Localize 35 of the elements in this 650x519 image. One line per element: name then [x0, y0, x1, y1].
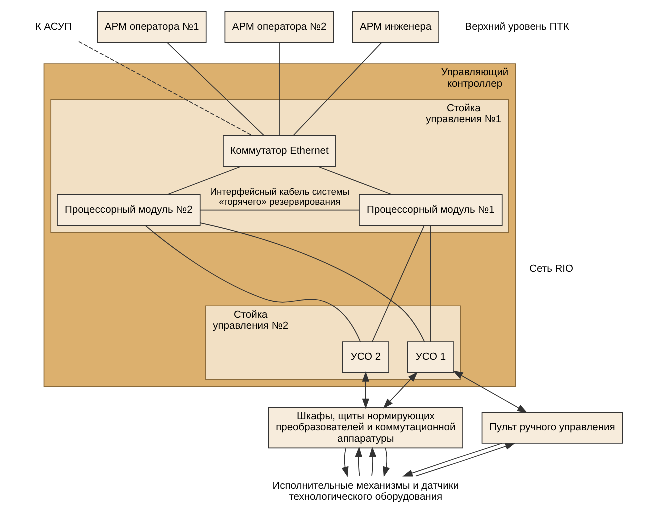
arrow [368, 446, 376, 476]
label: Сеть RIO [529, 264, 574, 275]
arrow [382, 448, 390, 478]
node-box: АРМ инженера [352, 11, 439, 44]
connector [278, 42, 280, 136]
connector [200, 222, 425, 342]
connector [78, 41, 252, 136]
arrow [362, 372, 370, 410]
node-box: АРМ оператора №2 [224, 11, 334, 44]
connector [166, 42, 264, 136]
node-box: УСО 2 [342, 342, 389, 374]
arrow [415, 443, 516, 477]
node-box: Процессорный модуль №1 [358, 194, 502, 226]
connector [144, 225, 361, 342]
connector [372, 225, 424, 342]
node-box: УСО 1 [406, 342, 454, 374]
edge-label: Интерфейсный кабель системы «горячего» резервирования [210, 186, 350, 208]
arrow [402, 443, 502, 477]
connector [200, 210, 360, 211]
node-box: АРМ оператора №1 [96, 11, 206, 44]
node-text: К АСУП [34, 22, 72, 33]
arrow [354, 446, 362, 476]
connector [166, 166, 242, 196]
node-box: Коммутатор Ethernet [222, 135, 336, 168]
label: Верхний уровень ПТК [464, 22, 569, 33]
arrow [382, 372, 418, 409]
node-text: Исполнительные механизмы и датчики технологического оборудования [272, 480, 459, 503]
node-box: Пульт ручного управления [481, 412, 622, 444]
connector [430, 225, 431, 342]
connector [317, 166, 392, 196]
node-box: Шкафы, щиты нормирующих преобразователей и коммутационной аппаратуры [268, 408, 463, 449]
arrow [341, 448, 348, 478]
connector [292, 42, 382, 136]
node-box: Процессорный модуль №2 [56, 194, 200, 226]
arrow [452, 370, 528, 414]
